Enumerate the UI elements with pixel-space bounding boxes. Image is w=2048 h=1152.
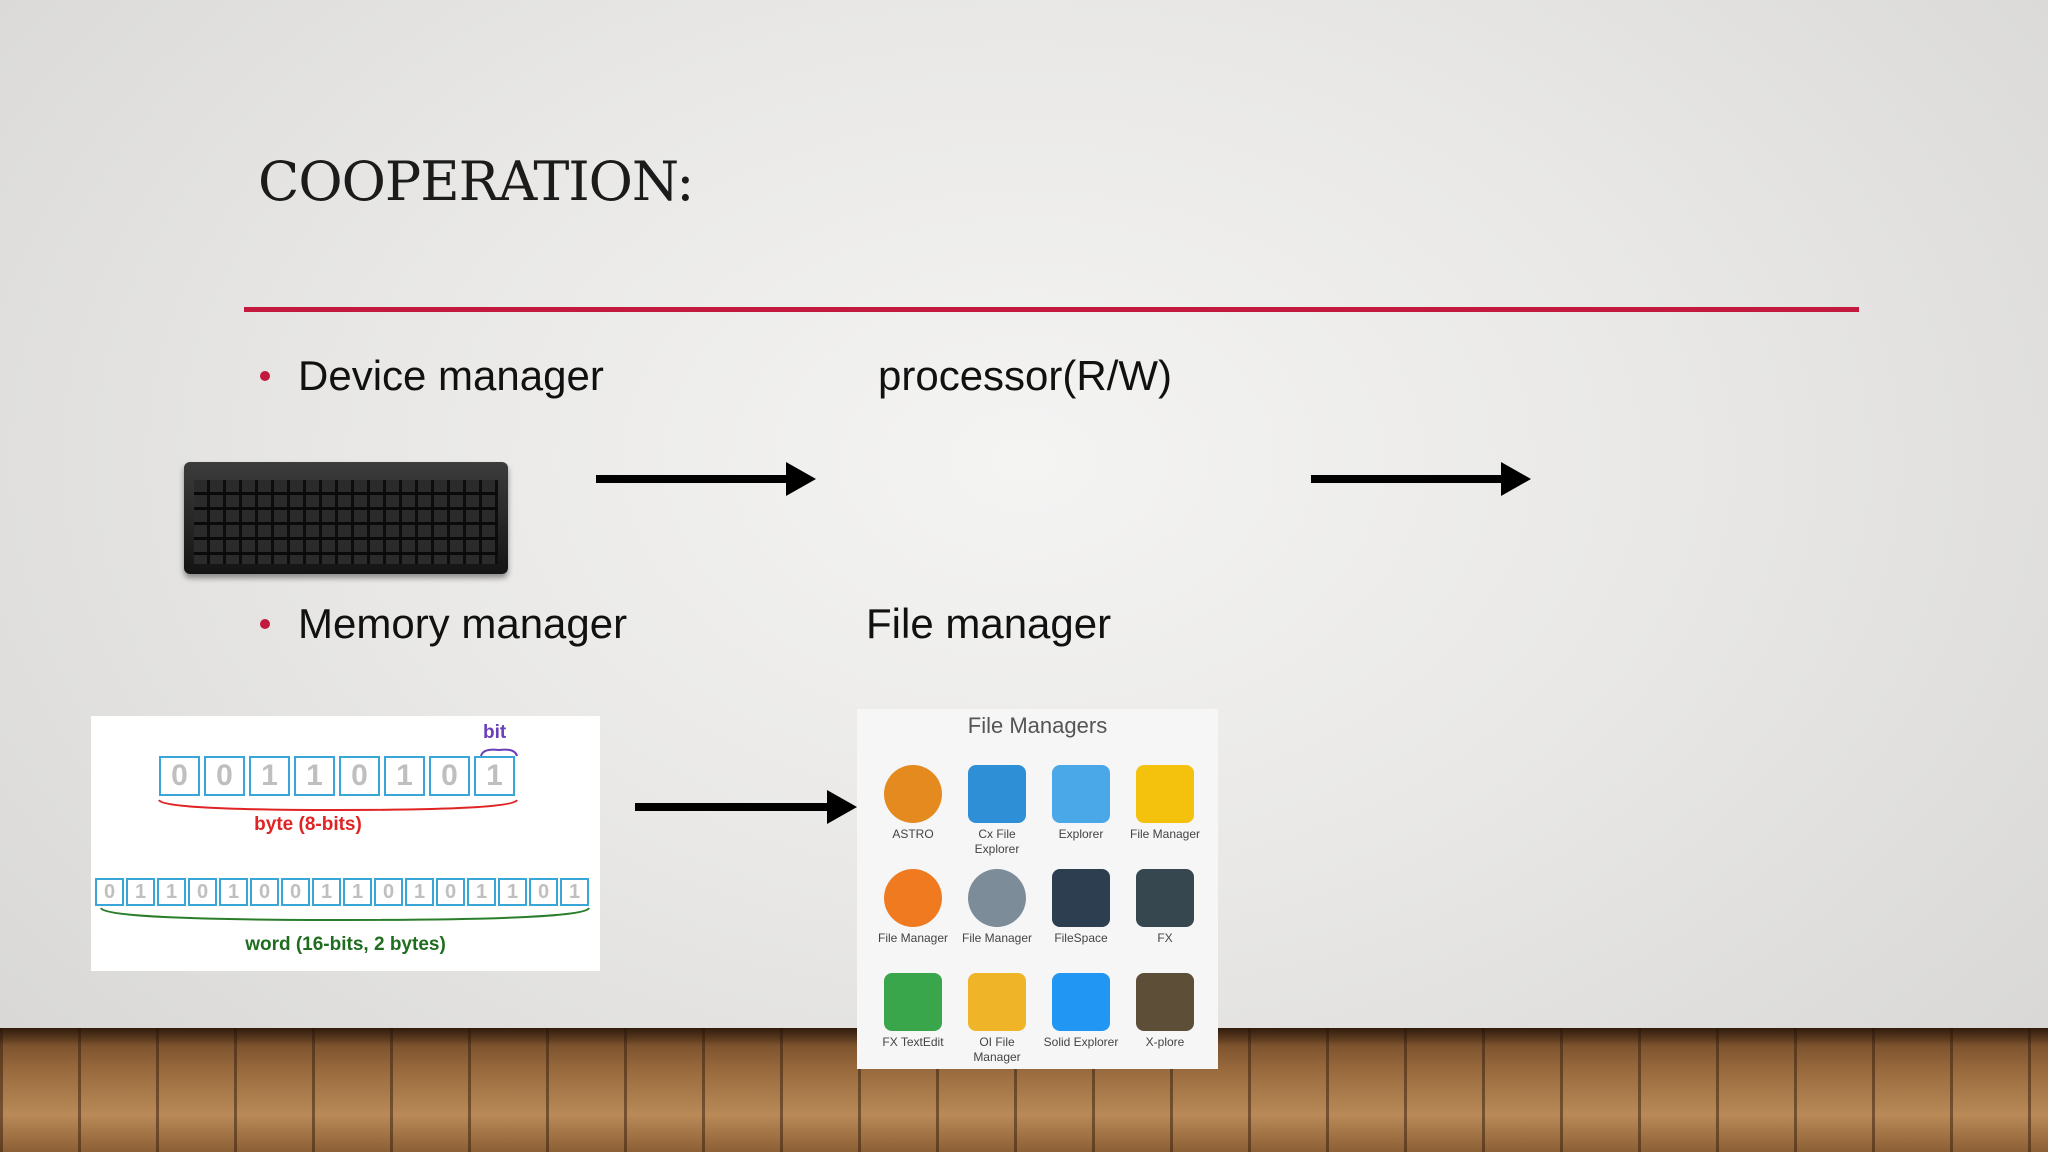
app-name: File Manager bbox=[877, 931, 949, 945]
bit-cell: 0 bbox=[436, 878, 465, 906]
bit-cell: 1 bbox=[294, 756, 335, 796]
processor-label: processor(R/W) bbox=[878, 352, 1173, 399]
bit-cell: 1 bbox=[560, 878, 589, 906]
cx-icon bbox=[968, 765, 1026, 823]
app-tile[interactable]: File Manager bbox=[955, 869, 1039, 946]
app-name: File Manager bbox=[961, 931, 1033, 945]
bit-label: bit bbox=[483, 722, 507, 743]
app-tile[interactable]: X-plore bbox=[1123, 973, 1207, 1050]
bit-brace-icon bbox=[480, 748, 518, 757]
app-name: Explorer bbox=[1058, 827, 1104, 841]
arrow-right-icon bbox=[1311, 462, 1531, 496]
app-name: FX TextEdit bbox=[882, 1035, 944, 1049]
keyboard-image bbox=[184, 462, 508, 574]
file-managers-title: File Managers bbox=[967, 713, 1108, 738]
app-name: File Manager bbox=[1129, 827, 1201, 841]
filespace-icon bbox=[1052, 869, 1110, 927]
folder-orange-icon bbox=[884, 869, 942, 927]
app-tile[interactable]: FileSpace bbox=[1039, 869, 1123, 946]
solid-icon bbox=[1052, 973, 1110, 1031]
bit-cell: 1 bbox=[249, 756, 290, 796]
bit-cell: 1 bbox=[157, 878, 186, 906]
bit-cell: 0 bbox=[95, 878, 124, 906]
app-tile[interactable]: FX TextEdit bbox=[871, 973, 955, 1050]
bullet-device-manager: Device manager bbox=[260, 352, 604, 400]
arrow-right-icon bbox=[596, 462, 816, 496]
file-managers-panel: File Managers ASTRO Cx File Explorer Explo… bbox=[857, 709, 1218, 1069]
bullet-memory-manager: Memory manager bbox=[260, 600, 627, 648]
word-brace-icon bbox=[100, 907, 590, 922]
app-tile[interactable]: Cx File Explorer bbox=[955, 765, 1039, 857]
bit-cell: 1 bbox=[498, 878, 527, 906]
app-tile[interactable]: File Manager bbox=[871, 869, 955, 946]
app-name: OI File Manager bbox=[973, 1035, 1021, 1064]
app-tile[interactable]: FX bbox=[1123, 869, 1207, 946]
bit-cell: 0 bbox=[529, 878, 558, 906]
title-divider bbox=[244, 307, 1859, 312]
bit-cell: 0 bbox=[188, 878, 217, 906]
bit-cell: 1 bbox=[126, 878, 155, 906]
astro-icon bbox=[884, 765, 942, 823]
app-name: X-plore bbox=[1145, 1035, 1185, 1049]
slide-title: COOPERATION: bbox=[258, 150, 694, 213]
explorer-icon bbox=[1052, 765, 1110, 823]
bit-cell: 1 bbox=[343, 878, 372, 906]
bit-cell: 0 bbox=[204, 756, 245, 796]
bit-cell: 0 bbox=[374, 878, 403, 906]
keyboard-keys bbox=[194, 480, 498, 564]
folder-grey-icon bbox=[968, 869, 1026, 927]
app-tile[interactable]: Explorer bbox=[1039, 765, 1123, 842]
bit-cell: 0 bbox=[159, 756, 200, 796]
folder-icon bbox=[1136, 765, 1194, 823]
byte-brace-icon bbox=[158, 799, 518, 812]
app-name: FileSpace bbox=[1054, 931, 1108, 945]
bullet-icon bbox=[260, 371, 270, 381]
bullet-icon bbox=[260, 619, 270, 629]
textedit-icon bbox=[884, 973, 942, 1031]
app-name: Solid Explorer bbox=[1043, 1035, 1119, 1049]
fx-icon bbox=[1136, 869, 1194, 927]
bit-cell: 1 bbox=[219, 878, 248, 906]
bit-cell: 0 bbox=[281, 878, 310, 906]
arrow-right-icon bbox=[635, 790, 857, 824]
bit-cell: 1 bbox=[405, 878, 434, 906]
xplore-icon bbox=[1136, 973, 1194, 1031]
bit-cell: 1 bbox=[467, 878, 496, 906]
bit-cell: 1 bbox=[474, 756, 515, 796]
bit-cell: 1 bbox=[312, 878, 341, 906]
app-name: Cx File Explorer bbox=[974, 827, 1020, 856]
app-name: FX bbox=[1157, 931, 1173, 945]
oi-folder-icon bbox=[968, 973, 1026, 1031]
app-tile[interactable]: ASTRO bbox=[871, 765, 955, 842]
bit-cell: 0 bbox=[429, 756, 470, 796]
app-tile[interactable]: File Manager bbox=[1123, 765, 1207, 842]
bit-cell: 0 bbox=[250, 878, 279, 906]
app-tile[interactable]: OI File Manager bbox=[955, 973, 1039, 1065]
word-label: word (16-bits, 2 bytes) bbox=[245, 934, 446, 955]
bullet-label: Memory manager bbox=[298, 600, 628, 647]
bit-cell: 0 bbox=[339, 756, 380, 796]
file-manager-label: File manager bbox=[866, 600, 1112, 647]
byte-label: byte (8-bits) bbox=[254, 814, 362, 835]
bit-cell: 1 bbox=[384, 756, 425, 796]
app-name: ASTRO bbox=[892, 827, 934, 841]
app-tile[interactable]: Solid Explorer bbox=[1039, 973, 1123, 1050]
bullet-label: Device manager bbox=[298, 352, 604, 399]
